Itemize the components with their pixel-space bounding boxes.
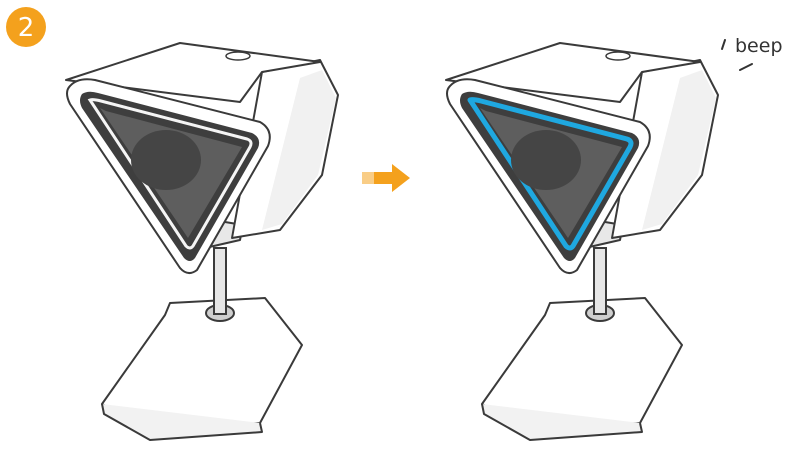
camera-device-before: ZYXEL — [65, 42, 339, 441]
led-ring — [87, 98, 253, 250]
camera-top — [65, 42, 321, 103]
sound-mark-upper — [721, 39, 726, 50]
top-button — [225, 51, 251, 61]
sound-mark-lower — [739, 63, 753, 71]
base-plate-edge — [101, 403, 263, 441]
camera-lens — [511, 130, 581, 190]
led-ring-lit — [467, 97, 634, 251]
camera-body-side-shade — [262, 70, 336, 230]
stand-pole — [593, 247, 607, 315]
beep-label: beep — [735, 35, 783, 57]
step-badge: 2 — [6, 7, 46, 47]
step-badge-circle — [6, 7, 46, 47]
base-plate-edge — [481, 403, 643, 441]
sound-indicator: beep — [721, 35, 783, 71]
camera-body-side-shade — [642, 70, 716, 230]
camera-lens — [131, 130, 201, 190]
camera-device-after: ZYXEL — [445, 42, 719, 441]
step-number: 2 — [18, 13, 35, 43]
stand-pole — [213, 247, 227, 315]
top-button — [605, 51, 631, 61]
arrow-tail-fade — [362, 172, 374, 184]
transition-arrow — [362, 164, 410, 192]
camera-top — [445, 42, 701, 103]
arrow-icon — [372, 164, 410, 192]
